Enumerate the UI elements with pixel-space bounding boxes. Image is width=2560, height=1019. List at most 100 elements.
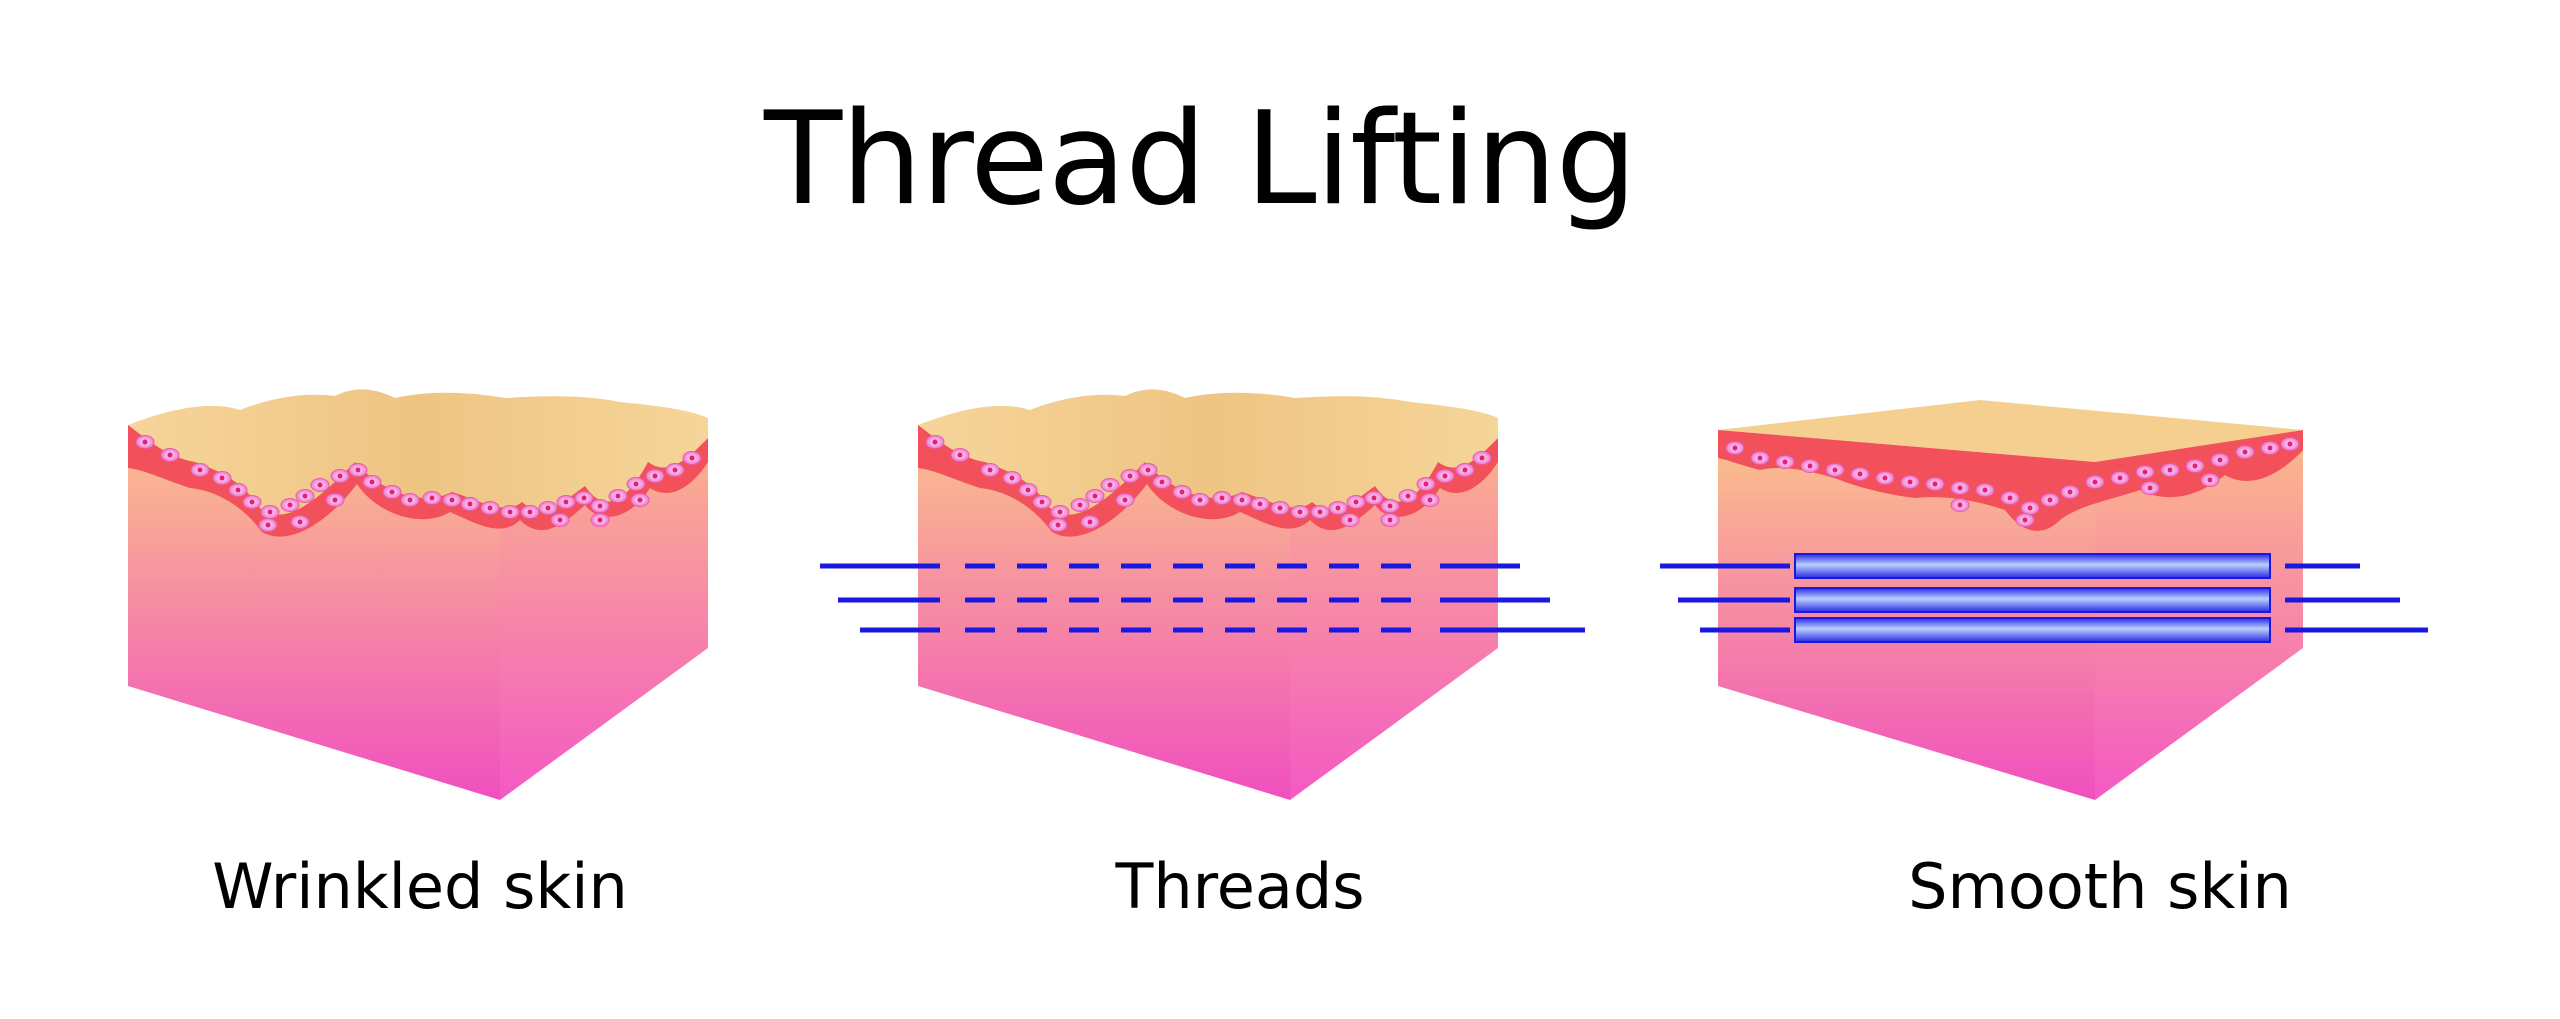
skin-cell [2060,485,2080,499]
skin-cell [590,513,610,527]
caption-threads: Threads [1115,850,1365,923]
skin-cell [1270,501,1290,515]
skin-cell [1975,483,1995,497]
skin-cell [1850,467,1870,481]
skin-cell [1232,493,1252,507]
skin-cell [1212,491,1232,505]
skin-cell [1825,463,1845,477]
skin-cell [1900,475,1920,489]
skin-cell [1115,493,1135,507]
thread-insertion-icon [820,389,1585,800]
skin-cell [348,463,368,477]
skin-cell [1950,481,1970,495]
smooth-skin-block-icon [1660,400,2428,800]
epidermis-layer [1718,430,2303,531]
skin-cell [925,435,945,449]
page-title: Thread Lifting [763,85,1637,234]
skin-cell [1364,491,1384,505]
skin-cell [280,498,300,512]
skin-cell [630,493,650,507]
skin-cell [2280,437,2300,451]
skin-cell [1002,471,1022,485]
skin-cell [2235,445,2255,459]
skin-cell [665,463,685,477]
skin-cell [1455,463,1475,477]
skin-cell [556,495,576,509]
skin-cell [2160,463,2180,477]
skin-cell [228,483,248,497]
thread-tubes [1660,553,2428,643]
skin-cell [2020,501,2040,515]
skin-cell [1925,477,1945,491]
skin-cell [645,469,665,483]
skin-cell [1340,513,1360,527]
skin-cell [950,448,970,462]
skin-cell [1050,505,1070,519]
skin-cell [2000,491,2020,505]
skin-cell [1380,499,1400,513]
skin-cell [1750,451,1770,465]
skin-cell [260,505,280,519]
skin-cell [1032,495,1052,509]
skin-cell [290,515,310,529]
skin-cell [550,513,570,527]
skin-cell [1085,489,1105,503]
skin-cell [400,493,420,507]
skin-cell [1416,477,1436,491]
skin-cell [330,469,350,483]
skin-cell [682,451,702,465]
skin-cell [160,448,180,462]
skin-cell [2110,471,2130,485]
skin-cell [460,497,480,511]
skin-cell [1172,485,1192,499]
skin-cell [2210,453,2230,467]
skin-cell [520,505,540,519]
skin-cell [2185,459,2205,473]
thread [1700,617,2428,643]
skin-cell [1950,498,1970,512]
skin-cell [1346,495,1366,509]
skin-cell [1120,469,1140,483]
skin-cell [1398,489,1418,503]
skin-cells [1725,437,2300,527]
skin-cell [590,499,610,513]
skin-cell [1775,455,1795,469]
skin-cell [190,463,210,477]
skin-cell [325,493,345,507]
block-front-face [918,425,1290,800]
skin-cell [442,493,462,507]
skin-cell [2140,481,2160,495]
skin-cell [242,495,262,509]
skin-cell [362,475,382,489]
thread [1678,587,2400,613]
skin-cell [1190,493,1210,507]
skin-cell [574,491,594,505]
caption-smooth-skin: Smooth skin [1908,850,2292,923]
skin-cell [1380,513,1400,527]
skin-cell [310,478,330,492]
skin-cell [1048,518,1068,532]
skin-cell [480,501,500,515]
skin-cell [1080,515,1100,529]
epidermis-layer [918,425,1498,537]
skin-cell [2015,513,2035,527]
skin-cell [1328,501,1348,515]
skin-cell [2135,465,2155,479]
skin-cell [1420,493,1440,507]
skin-cell [1800,459,1820,473]
skin-cells [135,435,702,532]
skin-cell [2085,475,2105,489]
skin-cell [295,489,315,503]
skin-cell [422,491,442,505]
skin-cell [1250,497,1270,511]
skin-cell [2040,493,2060,507]
wrinkled-skin-block-icon [128,389,708,800]
skin-cells [925,435,1492,532]
caption-wrinkled-skin: Wrinkled skin [212,850,628,923]
skin-cell [1310,505,1330,519]
smooth-surface [1718,400,2303,462]
thread [1660,553,2360,579]
skin-cell [1152,475,1172,489]
skin-cell [1435,469,1455,483]
